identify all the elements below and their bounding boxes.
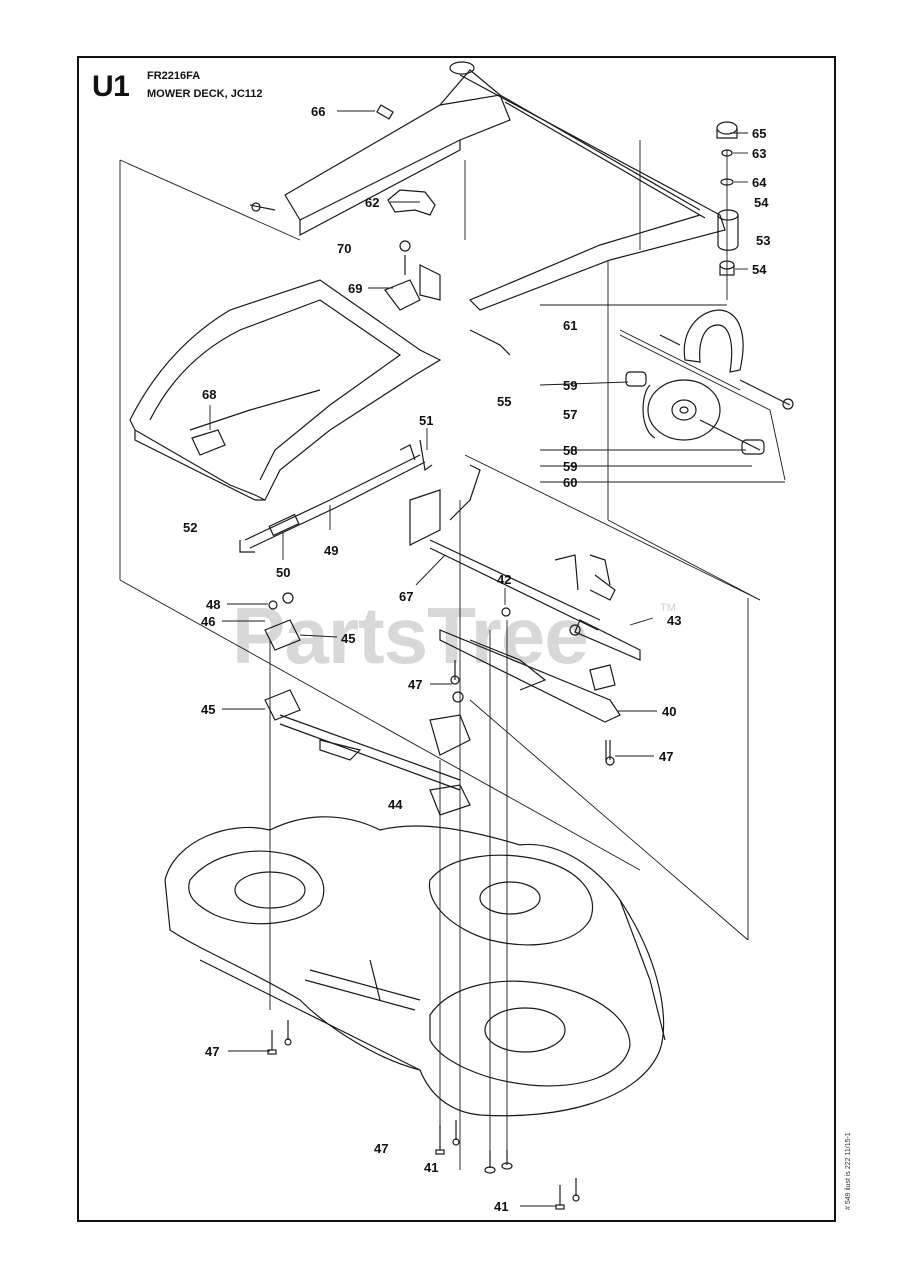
callout-64: 64	[752, 175, 767, 190]
deck-frame-weldment	[129, 240, 511, 501]
callout-labels: 66 62 70 69 68 65 63 64 54 53 54 61 59 5…	[183, 104, 770, 1214]
callout-47-axle: 47	[408, 677, 422, 692]
callout-59-upper: 59	[563, 378, 577, 393]
callout-66: 66	[311, 104, 325, 119]
lift-bracket-assembly	[249, 61, 726, 311]
callout-58: 58	[563, 443, 577, 458]
watermark-logo: PartsTree	[232, 591, 589, 680]
callout-46: 46	[201, 614, 215, 629]
section-title: MOWER DECK, JC112	[147, 88, 263, 100]
callout-70: 70	[337, 241, 351, 256]
callout-53: 53	[756, 233, 770, 248]
model-number: FR2216FA	[147, 70, 201, 82]
callout-55: 55	[497, 394, 511, 409]
callout-59-lower: 59	[563, 459, 577, 474]
mower-deck-shell	[164, 816, 666, 1117]
callout-43: 43	[667, 613, 681, 628]
callout-50: 50	[276, 565, 290, 580]
callout-44: 44	[388, 797, 403, 812]
front-axle-assembly	[264, 464, 641, 816]
callout-54-upper: 54	[754, 195, 769, 210]
callout-47-right: 47	[659, 749, 673, 764]
callout-67: 67	[399, 589, 413, 604]
gauge-wheel-assembly	[625, 121, 794, 455]
callout-42: 42	[497, 572, 511, 587]
callout-60: 60	[563, 475, 577, 490]
callout-49: 49	[324, 543, 338, 558]
trademark-mark: TM	[660, 602, 676, 614]
callout-41-lower: 41	[494, 1199, 508, 1214]
callout-41-upper: 41	[424, 1160, 438, 1175]
callout-51: 51	[419, 413, 433, 428]
lift-rod-assembly	[239, 439, 433, 553]
callout-65: 65	[752, 126, 766, 141]
callout-48: 48	[206, 597, 220, 612]
diagram-frame	[77, 56, 836, 1222]
guide-lines	[119, 140, 786, 1170]
bolt-fasteners	[267, 740, 607, 1210]
callout-68: 68	[202, 387, 216, 402]
callout-57: 57	[563, 407, 577, 422]
callout-47-deck-bottom: 47	[374, 1141, 388, 1156]
callout-40: 40	[662, 704, 676, 719]
callout-47-deck-left: 47	[205, 1044, 219, 1059]
callout-62: 62	[365, 195, 379, 210]
page-code: U1	[92, 70, 130, 103]
callout-leaders	[209, 110, 785, 1207]
callout-63: 63	[752, 146, 766, 161]
callout-45-lower: 45	[201, 702, 215, 717]
callout-52: 52	[183, 520, 197, 535]
callout-54-lower: 54	[752, 262, 767, 277]
callout-69: 69	[348, 281, 362, 296]
callout-45-upper: 45	[341, 631, 355, 646]
callout-61: 61	[563, 318, 577, 333]
